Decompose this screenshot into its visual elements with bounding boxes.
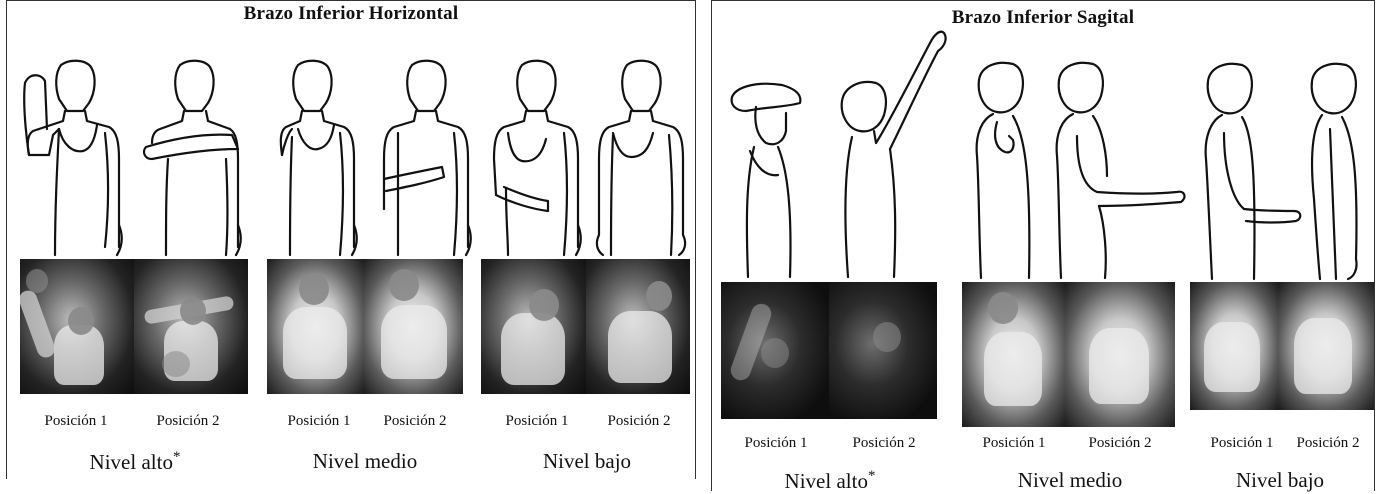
level-label-high: Nivel alto* bbox=[730, 468, 930, 494]
photo-medium-pos2 bbox=[1065, 282, 1175, 427]
sagittal-panel: Brazo Inferior Sagital bbox=[711, 0, 1375, 491]
photo-high-pos1 bbox=[721, 282, 829, 419]
level-label-low: Nivel bajo bbox=[1200, 468, 1360, 493]
photo-low-pos1 bbox=[1190, 282, 1278, 410]
figure-high-pos1 bbox=[19, 59, 129, 259]
figure-low-pos2 bbox=[1302, 59, 1372, 281]
figure-medium-pos1 bbox=[262, 59, 372, 259]
figure-high-pos2 bbox=[830, 21, 950, 281]
figure-high-pos1 bbox=[726, 51, 826, 281]
position-label: Posición 1 bbox=[269, 413, 369, 430]
horizontal-panel: Brazo Inferior Horizontal bbox=[6, 0, 696, 479]
figure-high-pos2 bbox=[132, 59, 252, 259]
level-label-medium: Nivel medio bbox=[990, 468, 1150, 493]
panel-title: Brazo Inferior Horizontal bbox=[7, 3, 695, 25]
position-label: Posición 2 bbox=[1282, 435, 1374, 452]
position-label: Posición 2 bbox=[834, 435, 934, 452]
level-label-medium: Nivel medio bbox=[285, 449, 445, 474]
figure-low-pos1 bbox=[482, 59, 592, 259]
position-label: Posición 1 bbox=[487, 413, 587, 430]
position-label: Posición 2 bbox=[1070, 435, 1170, 452]
position-label: Posición 1 bbox=[964, 435, 1064, 452]
position-label: Posición 1 bbox=[1192, 435, 1292, 452]
figure-medium-pos1 bbox=[967, 56, 1057, 281]
photo-high-pos2 bbox=[134, 259, 248, 394]
position-label: Posición 1 bbox=[23, 413, 129, 430]
position-label: Posición 1 bbox=[726, 435, 826, 452]
figure-low-pos1 bbox=[1198, 59, 1308, 281]
photo-low-pos2 bbox=[1278, 282, 1374, 410]
position-label: Posición 2 bbox=[365, 413, 465, 430]
panel-title: Brazo Inferior Sagital bbox=[712, 7, 1374, 29]
photo-medium-pos2 bbox=[363, 259, 463, 394]
photo-medium-pos1 bbox=[962, 282, 1065, 427]
position-label: Posición 2 bbox=[135, 413, 241, 430]
position-label: Posición 2 bbox=[589, 413, 689, 430]
figure-medium-pos2 bbox=[1047, 56, 1197, 281]
figure-medium-pos2 bbox=[372, 59, 482, 259]
photo-high-pos2 bbox=[829, 282, 937, 419]
level-label-low: Nivel bajo bbox=[507, 449, 667, 474]
photo-medium-pos1 bbox=[267, 259, 364, 394]
photo-low-pos2 bbox=[586, 259, 690, 394]
photo-high-pos1 bbox=[20, 259, 134, 394]
photo-low-pos1 bbox=[481, 259, 586, 394]
figure-low-pos2 bbox=[587, 59, 697, 259]
level-label-high: Nivel alto* bbox=[45, 449, 225, 475]
